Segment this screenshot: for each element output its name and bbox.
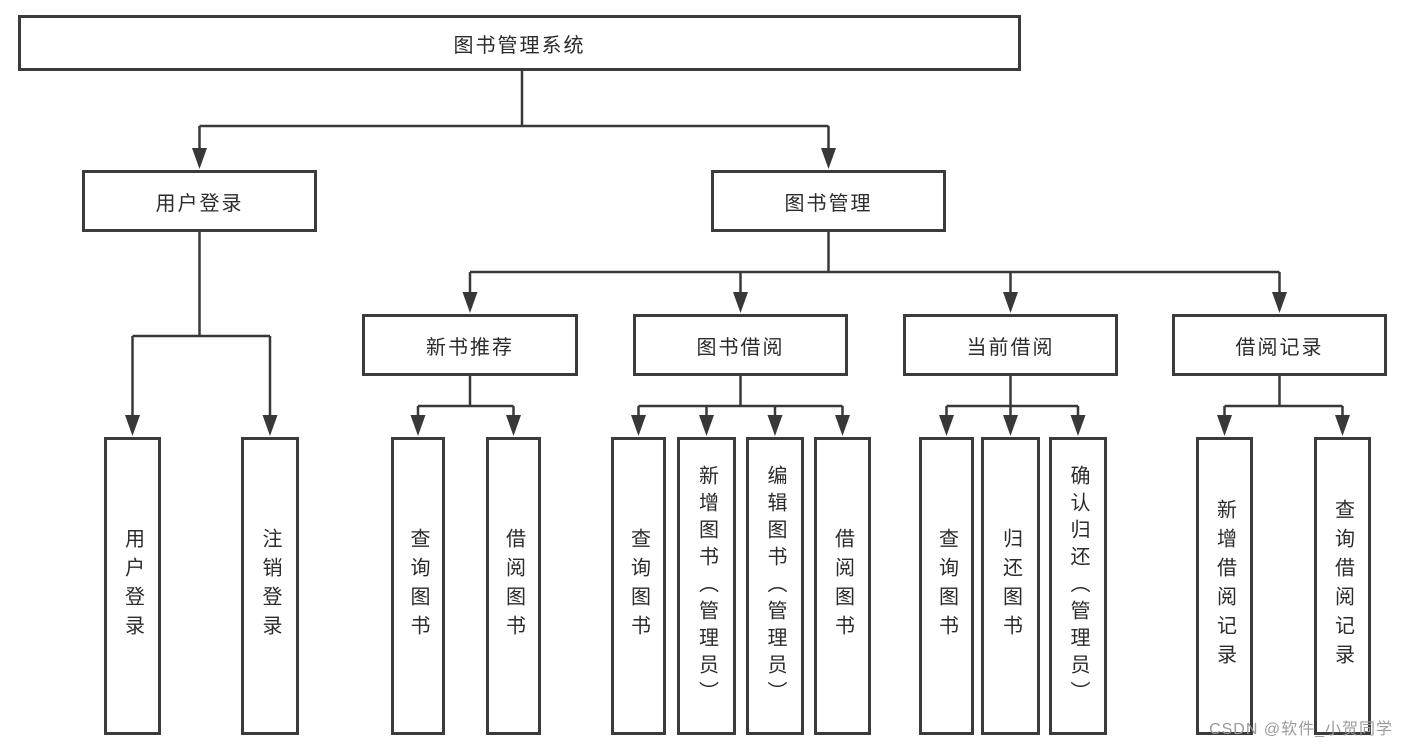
node-leaf-logout: 注销登录 xyxy=(241,437,299,735)
arrow-down-icon xyxy=(939,415,954,436)
node-book-borrowing: 图书借阅 xyxy=(633,314,848,376)
node-label: 借阅图书 xyxy=(831,528,854,644)
arrow-down-icon xyxy=(1335,415,1350,436)
arrowheads xyxy=(125,148,1350,436)
node-leaf-query-books-2: 查询图书 xyxy=(611,437,666,735)
node-label: 图书管理 xyxy=(784,192,873,215)
arrow-down-icon xyxy=(192,148,207,169)
arrow-down-icon xyxy=(767,415,783,436)
node-leaf-query-books-3: 查询图书 xyxy=(919,437,974,735)
node-label: 新增图书（管理员） xyxy=(695,464,718,708)
arrow-down-icon xyxy=(835,415,850,436)
arrow-down-icon xyxy=(462,292,478,313)
node-leaf-query-books-1: 查询图书 xyxy=(391,437,445,735)
arrow-down-icon xyxy=(733,292,748,313)
arrow-down-icon xyxy=(699,415,714,436)
node-label: 查询借阅记录 xyxy=(1331,499,1354,673)
node-book-management: 图书管理 xyxy=(711,170,946,232)
node-borrow-records: 借阅记录 xyxy=(1172,314,1387,376)
node-label: 图书借阅 xyxy=(696,336,785,359)
node-leaf-query-borrow-record: 查询借阅记录 xyxy=(1314,437,1371,735)
arrow-down-icon xyxy=(631,415,646,436)
node-label: 查询图书 xyxy=(627,528,650,644)
node-user-login: 用户登录 xyxy=(82,170,317,232)
node-leaf-borrow-books-1: 借阅图书 xyxy=(486,437,541,735)
node-label: 查询图书 xyxy=(935,528,958,644)
connector-path xyxy=(131,71,1344,418)
node-label: 查询图书 xyxy=(407,528,429,644)
node-new-book-recommend: 新书推荐 xyxy=(362,314,578,376)
node-current-borrowing: 当前借阅 xyxy=(903,314,1118,376)
node-leaf-confirm-return-admin: 确认归还（管理员） xyxy=(1049,437,1107,735)
node-label: 借阅图书 xyxy=(502,528,525,644)
node-label: 编辑图书（管理员） xyxy=(764,464,786,708)
node-root-system: 图书管理系统 xyxy=(18,15,1021,71)
node-label: 用户登录 xyxy=(155,192,244,215)
node-label: 归还图书 xyxy=(999,528,1022,644)
node-label: 借阅记录 xyxy=(1235,336,1324,359)
arrow-down-icon xyxy=(262,415,278,436)
node-leaf-edit-books-admin: 编辑图书（管理员） xyxy=(746,437,804,735)
node-leaf-return-books: 归还图书 xyxy=(981,437,1040,735)
csdn-watermark: CSDN @软件_小贺同学 xyxy=(1209,721,1393,738)
node-leaf-add-books-admin: 新增图书（管理员） xyxy=(677,437,736,735)
node-label: 当前借阅 xyxy=(966,336,1055,359)
node-label: 用户登录 xyxy=(121,528,144,644)
arrow-down-icon xyxy=(1272,292,1287,313)
node-label: 新增借阅记录 xyxy=(1213,499,1236,673)
node-label: 新书推荐 xyxy=(426,336,514,359)
node-label: 注销登录 xyxy=(259,528,281,644)
node-leaf-borrow-books-2: 借阅图书 xyxy=(814,437,871,735)
arrow-down-icon xyxy=(1003,292,1018,313)
arrow-down-icon xyxy=(125,415,140,436)
arrow-down-icon xyxy=(821,148,836,169)
node-leaf-user-login: 用户登录 xyxy=(104,437,161,735)
node-label: 确认归还（管理员） xyxy=(1067,464,1089,708)
node-leaf-add-borrow-record: 新增借阅记录 xyxy=(1196,437,1253,735)
node-label: 图书管理系统 xyxy=(453,34,586,57)
arrow-down-icon xyxy=(1003,415,1018,436)
arrow-down-icon xyxy=(506,415,521,436)
arrow-down-icon xyxy=(410,415,426,436)
arrow-down-icon xyxy=(1217,415,1232,436)
arrow-down-icon xyxy=(1070,415,1086,436)
